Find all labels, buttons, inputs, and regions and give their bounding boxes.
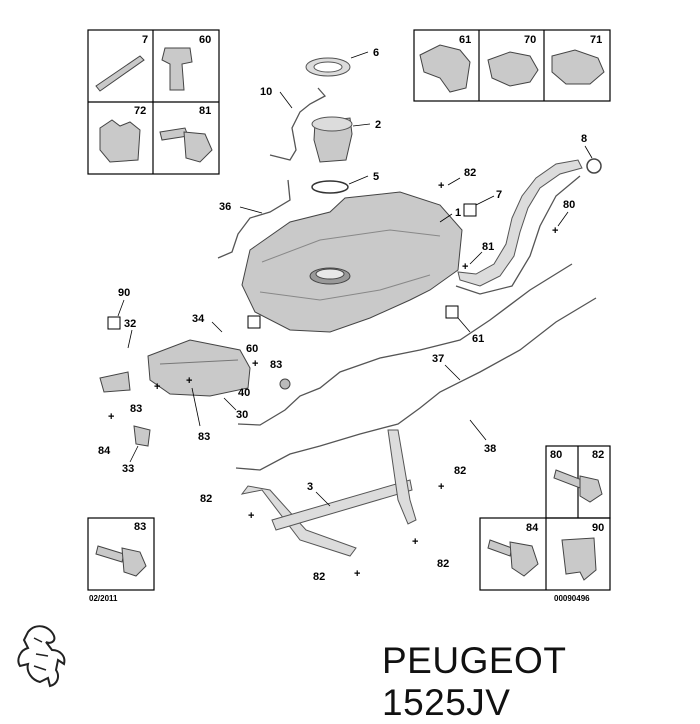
- callout-72: 72: [134, 105, 146, 117]
- callout-90: 90: [118, 287, 130, 299]
- box-80: 80: [550, 449, 562, 461]
- plus-82c: +: [438, 481, 444, 493]
- fuel-pump-group: 6 10 2 5: [260, 47, 381, 194]
- callout-83c: 83: [198, 431, 210, 443]
- callout-7: 7: [142, 34, 148, 46]
- callout-60b: 60: [246, 343, 258, 355]
- callout-81: 81: [482, 241, 494, 253]
- callout-83a: 83: [270, 359, 282, 371]
- box-90: 90: [592, 522, 604, 534]
- filler-neck-part: [457, 159, 583, 287]
- box-83: 83: [134, 521, 146, 533]
- callout-82c: 82: [454, 465, 466, 477]
- plus-82e: +: [354, 568, 360, 580]
- callout-82d: 82: [437, 558, 449, 570]
- clip-marker-7: [463, 203, 477, 217]
- filler-cap-seal: [586, 158, 602, 174]
- strap-cross: [271, 479, 413, 531]
- inset-top-right: 61 70 71: [413, 29, 611, 102]
- bracket-33: [133, 425, 151, 447]
- callout-32: 32: [124, 318, 136, 330]
- plus-83b: +: [154, 381, 160, 393]
- box-82: 82: [592, 449, 604, 461]
- clip-part: [161, 47, 193, 91]
- bolt-83-part: [95, 545, 125, 563]
- parts-diagram: 7 60 72 81 61 70 71 6 10 2: [17, 29, 611, 688]
- clip-72-part: [99, 119, 141, 163]
- clip-61-part: [419, 44, 471, 93]
- plus-83a: +: [252, 358, 258, 370]
- fuel-tank-body: [241, 191, 463, 333]
- seal-ring-part: [311, 180, 349, 194]
- plus-83c: +: [186, 375, 192, 387]
- clip-70-part: [487, 51, 539, 87]
- brand-part-number: PEUGEOT 1525JV: [382, 640, 566, 723]
- clip-71-part: [551, 49, 605, 85]
- valve-40: [279, 378, 291, 390]
- callout-38: 38: [484, 443, 496, 455]
- tank-strap-group: 3 82 + + 82 + 82 82 +: [200, 429, 466, 583]
- callout-3: 3: [307, 481, 313, 493]
- plus-82a: +: [438, 180, 444, 192]
- callout-60: 60: [199, 34, 211, 46]
- plus-81: +: [462, 261, 468, 273]
- strap-right: [387, 429, 417, 525]
- callout-80: 80: [563, 199, 575, 211]
- fuel-tank-group: 1 36: [217, 179, 463, 333]
- callout-36: 36: [219, 201, 231, 213]
- callout-1: 1: [455, 207, 461, 219]
- callout-2: 2: [375, 119, 381, 131]
- canister-group: 90 32 34 60 30 + 83 40 + 83 + 83 + 84 33: [98, 287, 291, 475]
- inset-bottom-left: 83 02/2011: [87, 517, 155, 603]
- callout-83b: 83: [130, 403, 142, 415]
- canister-30: [147, 339, 251, 397]
- date-code: 02/2011: [89, 594, 118, 603]
- callout-8: 8: [581, 133, 587, 145]
- callout-30: 30: [236, 409, 248, 421]
- callout-61: 61: [472, 333, 484, 345]
- bracket-32: [99, 371, 131, 393]
- callout-10: 10: [260, 86, 272, 98]
- callout-70: 70: [524, 34, 536, 46]
- callout-5: 5: [373, 171, 379, 183]
- strap-part: [95, 55, 145, 92]
- box-84: 84: [526, 522, 539, 534]
- callout-71: 71: [590, 34, 602, 46]
- plus-80: +: [552, 225, 558, 237]
- strap-left: [240, 485, 357, 557]
- callout-61-box: 61: [459, 34, 471, 46]
- ref-code: 00090496: [554, 594, 590, 603]
- bolt-84-part: [487, 539, 513, 557]
- callout-82e: 82: [313, 571, 325, 583]
- callout-84: 84: [98, 445, 111, 457]
- clip-90-part: [561, 537, 597, 581]
- callout-40: 40: [238, 387, 250, 399]
- callout-82b: 82: [200, 493, 212, 505]
- callout-33: 33: [122, 463, 134, 475]
- callout-34: 34: [192, 313, 205, 325]
- peugeot-lion-logo: [17, 625, 66, 688]
- inset-bottom-right: 80 82 84 90 00090496: [479, 445, 611, 603]
- callout-37: 37: [432, 353, 444, 365]
- clip-marker-90: [107, 316, 121, 330]
- plus-82b: +: [248, 510, 254, 522]
- callout-81-box: 81: [199, 105, 211, 117]
- callout-82a: 82: [464, 167, 476, 179]
- clip-marker-60: [247, 315, 261, 329]
- clip-marker-61: [445, 305, 459, 319]
- fuel-lines-group: 37 38: [235, 263, 597, 471]
- filler-pipe-group: 8 80 + 7 + 82 + 81 61: [438, 133, 602, 345]
- inset-top-left: 7 60 72 81: [87, 29, 220, 175]
- plus-84: +: [108, 411, 114, 423]
- plus-82d: +: [412, 536, 418, 548]
- callout-7b: 7: [496, 189, 502, 201]
- callout-6: 6: [373, 47, 379, 59]
